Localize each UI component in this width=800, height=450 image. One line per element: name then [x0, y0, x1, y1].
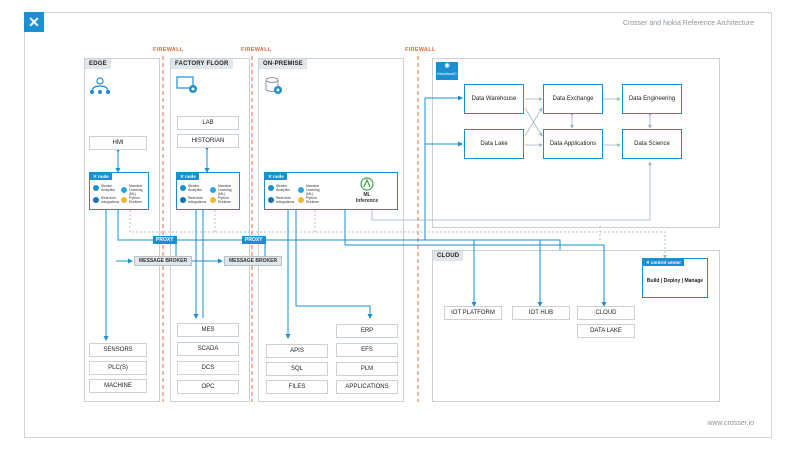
- scada-box: SCADA: [177, 342, 239, 356]
- plm-box: PLM: [336, 362, 398, 376]
- machine-learning-icon: [298, 187, 304, 193]
- files-box: FILES: [266, 380, 328, 394]
- plcs-box: PLC(S): [89, 361, 147, 375]
- module-python-runtime: Python Runtime: [210, 196, 236, 204]
- on-premise-node[interactable]: ✕ node Stream Analytics Machine Learning…: [264, 172, 398, 210]
- control-center-box[interactable]: ✕ control center Build | Deploy | Manage: [642, 258, 708, 298]
- integrations-icon: [180, 197, 186, 203]
- ml-inference-label-2: Inference: [355, 198, 379, 204]
- proxy-label-1: PROXY: [153, 236, 177, 244]
- cloud-data-lake-box: DATA LAKE: [577, 324, 635, 338]
- opc-box: OPC: [177, 380, 239, 394]
- sql-box: SQL: [266, 362, 328, 376]
- firewall-label-3: FIREWALL: [405, 47, 436, 53]
- ml-inference-icon: [360, 177, 374, 191]
- module-python-runtime: Python Runtime: [121, 196, 147, 204]
- edge-network-icon: [90, 77, 110, 94]
- machinaio-badge: ✺ MachinaIO: [436, 62, 458, 80]
- data-lake-box: Data Lake: [464, 129, 524, 159]
- ml-inference-label-1: ML: [363, 192, 371, 198]
- module-stream-analytics: Stream Analytics: [268, 184, 294, 192]
- on-premise-zone-label: ON-PREMISE: [259, 59, 308, 69]
- python-icon: [298, 197, 304, 203]
- iot-platform-box: IOT PLATFORM: [444, 306, 502, 320]
- edge-node[interactable]: ✕ node Stream Analytics Machine Learning…: [89, 172, 149, 210]
- edge-node-tag: ✕ node: [90, 173, 112, 180]
- integrations-icon: [268, 197, 274, 203]
- lab-box: LAB: [177, 116, 239, 130]
- data-warehouse-box: Data Warehouse: [464, 84, 524, 114]
- module-machine-learning: Machine Learning (ML): [210, 184, 236, 196]
- factory-floor-zone-label: FACTORY FLOOR: [171, 59, 233, 69]
- apis-box: APIS: [266, 344, 328, 358]
- machinaio-label: MachinaIO: [437, 71, 457, 76]
- integrations-icon: [93, 197, 99, 203]
- control-center-tag: ✕ control center: [643, 259, 685, 266]
- firewall-label-1: FIREWALL: [153, 47, 184, 53]
- module-real-time-integrations: Real-time Integrations: [93, 196, 119, 204]
- module-machine-learning: Machine Learning (ML): [121, 184, 147, 196]
- sensors-box: SENSORS: [89, 343, 147, 357]
- data-science-box: Data Science: [622, 129, 682, 159]
- cloud-zone-label: CLOUD: [433, 251, 464, 261]
- stream-analytics-icon: [93, 185, 99, 191]
- efs-box: EFS: [336, 343, 398, 357]
- python-icon: [121, 197, 127, 203]
- crosser-logo: ✕: [24, 12, 44, 32]
- iot-hub-box: IOT HUB: [512, 306, 570, 320]
- historian-box: HISTORIAN: [177, 134, 239, 148]
- data-engineering-box: Data Engineering: [622, 84, 682, 114]
- page-title: Crosser and Nokia Reference Architecture: [622, 20, 754, 27]
- dcs-box: DCS: [177, 361, 239, 375]
- factory-node-tag: ✕ node: [177, 173, 199, 180]
- module-stream-analytics: Stream Analytics: [180, 184, 206, 192]
- module-machine-learning: Machine Learning (ML): [298, 184, 324, 196]
- on-premise-node-tag: ✕ node: [265, 173, 287, 180]
- module-python-runtime: Python Runtime: [298, 196, 324, 204]
- proxy-label-2: PROXY: [242, 236, 266, 244]
- module-stream-analytics: Stream Analytics: [93, 184, 119, 192]
- footer-url[interactable]: www.crosser.io: [707, 420, 754, 427]
- message-broker-1: MESSAGE BROKER: [134, 256, 193, 266]
- factory-node[interactable]: ✕ node Stream Analytics Machine Learning…: [176, 172, 240, 210]
- control-center-text: Build | Deploy | Manage: [646, 278, 704, 284]
- machine-box: MACHINE: [89, 379, 147, 393]
- data-exchange-box: Data Exchange: [543, 84, 603, 114]
- database-gear-icon: [265, 77, 282, 94]
- machine-learning-icon: [210, 187, 216, 193]
- erp-box: ERP: [336, 324, 398, 338]
- module-real-time-integrations: Real-time Integrations: [180, 196, 206, 204]
- hmi-box: HMI: [89, 136, 147, 150]
- cloud-box: CLOUD: [577, 306, 635, 320]
- module-real-time-integrations: Real-time Integrations: [268, 196, 294, 204]
- edge-zone-label: EDGE: [85, 59, 111, 69]
- python-icon: [210, 197, 216, 203]
- applications-box: APPLICATIONS: [336, 380, 398, 394]
- message-broker-2: MESSAGE BROKER: [224, 256, 283, 266]
- firewall-label-2: FIREWALL: [241, 47, 272, 53]
- factory-monitor-icon: [176, 76, 197, 93]
- mes-box: MES: [177, 323, 239, 337]
- stream-analytics-icon: [180, 185, 186, 191]
- machinaio-icon: ✺: [444, 63, 450, 70]
- stream-analytics-icon: [268, 185, 274, 191]
- data-applications-box: Data Applications: [543, 129, 603, 159]
- machine-learning-icon: [121, 187, 127, 193]
